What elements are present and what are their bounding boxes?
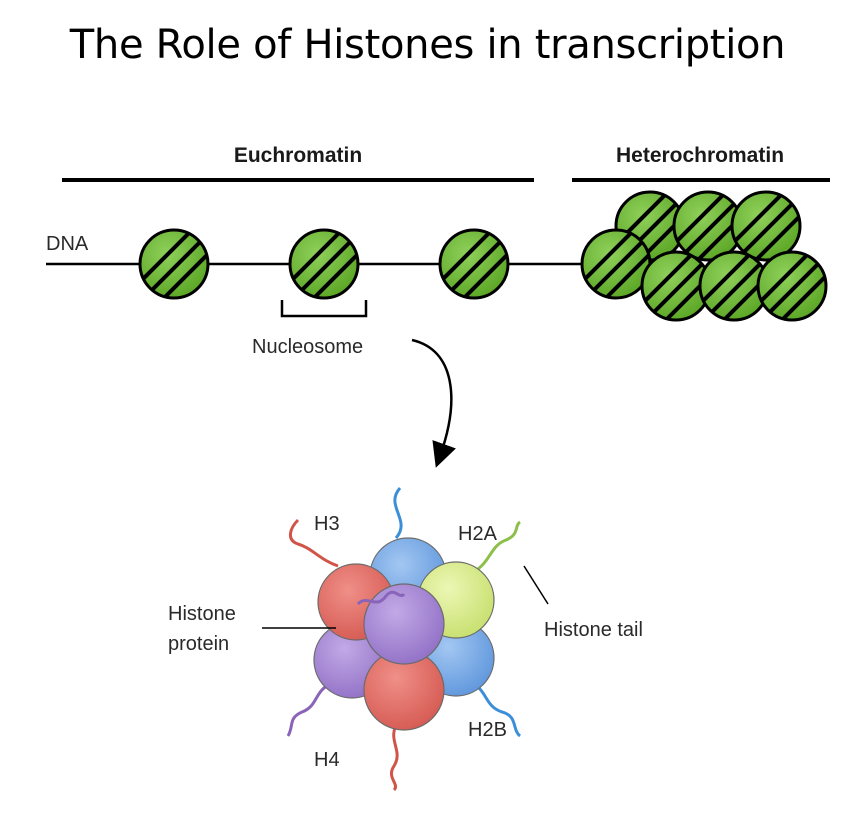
euchromatin-label: Euchromatin [234,144,362,167]
heterochromatin-label: Heterochromatin [616,144,784,167]
nucleosome-bracket [280,300,368,318]
histone-tail-label: Histone tail [544,619,643,641]
dna-label: DNA [46,233,89,255]
page-title: The Role of Histones in transcription [69,22,786,68]
nucleosome-2 [284,224,368,308]
h2a-label: H2A [458,523,498,545]
h2b-label: H2B [468,719,507,741]
h2b-tail [469,680,522,738]
h4-sphere-front [363,583,445,665]
histone-protein-label-line2: protein [168,633,229,655]
h2a-tail [473,520,522,574]
h3-tail [289,518,339,568]
zoom-arrow [411,338,456,468]
heterochromatin-cluster [576,186,836,330]
histone-protein-label-line1: Histone [168,603,236,625]
h3-label: H3 [314,513,340,535]
histone-octamer [313,537,495,731]
h4-front-tail [356,590,406,606]
h4-tail [286,682,331,737]
nucleosome-3 [434,224,518,308]
nucleosome-1 [134,224,218,308]
nucleosome-label: Nucleosome [252,336,363,358]
h4-label: H4 [314,749,340,771]
h3-bottom-tail [389,721,400,792]
h2b-top-tail [393,487,403,539]
histone-tail-pointer [523,565,549,605]
